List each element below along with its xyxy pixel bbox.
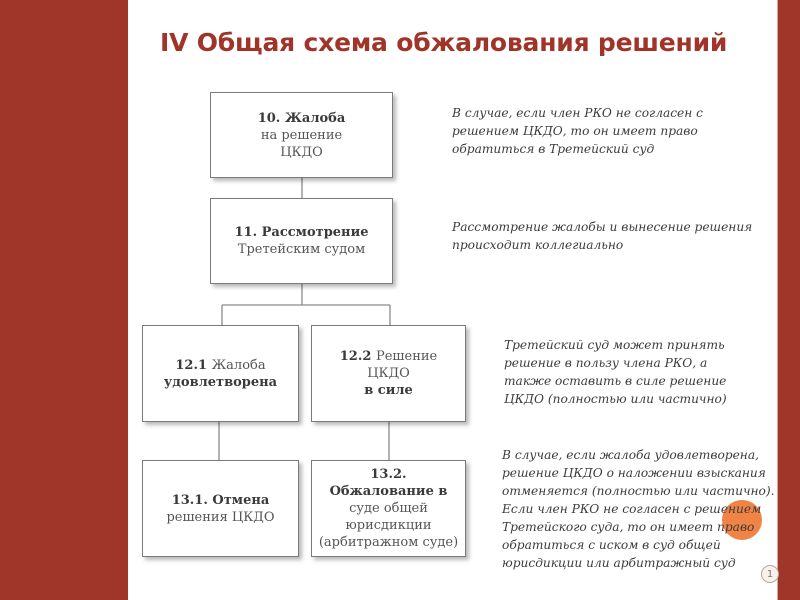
box-review-line-1: Третейским судом xyxy=(237,242,366,257)
box-cancellation: 13.1. Отмена решения ЦКДО xyxy=(142,460,299,557)
page-number-badge: 1 xyxy=(761,565,779,583)
box-decision-upheld: 12.2 Решение ЦКДО в силе xyxy=(311,325,466,422)
accent-circle-decoration xyxy=(722,500,762,540)
box-complaint-satisfied-text: Жалоба xyxy=(211,357,266,373)
box-complaint-title: 10. Жалоба xyxy=(257,110,346,126)
note-right-to-appeal-line: решением ЦКДО, то он имеет право xyxy=(452,124,698,138)
box-appeal-court-title: 13.2. Обжалование в xyxy=(329,467,448,499)
box-complaint-satisfied-number: 12.1 xyxy=(175,357,212,373)
note-further-appeal-line: В случае, если жалоба удовлетворена, xyxy=(502,448,759,462)
note-further-appeal-line: Третейского суда, то он имеет право xyxy=(502,520,755,534)
box-complaint-satisfied-line-1: 12.1 Жалоба xyxy=(175,357,265,374)
note-collegial-review: Рассмотрение жалобы и вынесение решения … xyxy=(452,218,752,254)
note-further-appeal-line: решение ЦКДО о наложении взыскания xyxy=(502,466,766,480)
note-court-decision-line: также оставить в силе решение xyxy=(504,374,727,388)
box-review: 11. Рассмотрение Третейским судом xyxy=(210,198,393,284)
note-further-appeal-line: Если член РКО не согласен с решением xyxy=(502,502,762,516)
note-collegial-review-line: происходит коллегиально xyxy=(452,238,624,252)
box-complaint-satisfied: 12.1 Жалоба удовлетворена xyxy=(142,325,299,422)
note-further-appeal: В случае, если жалоба удовлетворена, реш… xyxy=(502,446,775,572)
box-decision-upheld-number: 12.2 xyxy=(339,349,376,364)
note-further-appeal-line: обратиться с иском в суд общей xyxy=(502,538,721,552)
box-appeal-court-line-2: юрисдикции xyxy=(345,518,432,533)
note-further-appeal-line: отменяется (полностью или частично). xyxy=(502,484,775,498)
box-decision-upheld-bold: в силе xyxy=(364,383,413,398)
note-court-decision-line: решение в пользу члена РКО, а xyxy=(504,356,708,370)
note-court-decision-line: Третейский суд может принять xyxy=(504,338,725,352)
box-review-title: 11. Рассмотрение xyxy=(234,225,369,240)
box-complaint-satisfied-bold: удовлетворена xyxy=(163,374,278,390)
note-court-decision: Третейский суд может принять решение в п… xyxy=(504,336,727,408)
note-court-decision-line: ЦКДО (полностью или частично) xyxy=(504,392,727,406)
note-right-to-appeal-line: обратиться в Третейский суд xyxy=(452,142,655,156)
box-decision-upheld-line-1: 12.2 Решение ЦКДО xyxy=(318,348,459,382)
note-right-to-appeal-line: В случае, если член РКО не согласен с xyxy=(452,106,703,120)
box-complaint: 10. Жалоба на решение ЦКДО xyxy=(210,92,393,178)
box-cancellation-line-1: решения ЦКДО xyxy=(166,509,275,525)
box-appeal-court-line-3: (арбитражном суде) xyxy=(318,535,459,550)
box-decision-upheld-text: Решение ЦКДО xyxy=(367,349,438,381)
note-right-to-appeal: В случае, если член РКО не согласен с ре… xyxy=(452,104,703,158)
page-title: IV Общая схема обжалования решений xyxy=(160,28,728,57)
box-complaint-line-1: на решение xyxy=(260,127,343,143)
box-appeal-court: 13.2. Обжалование в суде общей юрисдикци… xyxy=(311,460,466,557)
note-further-appeal-line: юрисдикции или арбитражный суд xyxy=(502,556,736,570)
note-collegial-review-line: Рассмотрение жалобы и вынесение решения xyxy=(452,220,753,234)
box-cancellation-title: 13.1. Отмена xyxy=(171,492,270,508)
box-complaint-line-2: ЦКДО xyxy=(280,144,323,160)
box-appeal-court-line-1: суде общей xyxy=(349,501,428,516)
